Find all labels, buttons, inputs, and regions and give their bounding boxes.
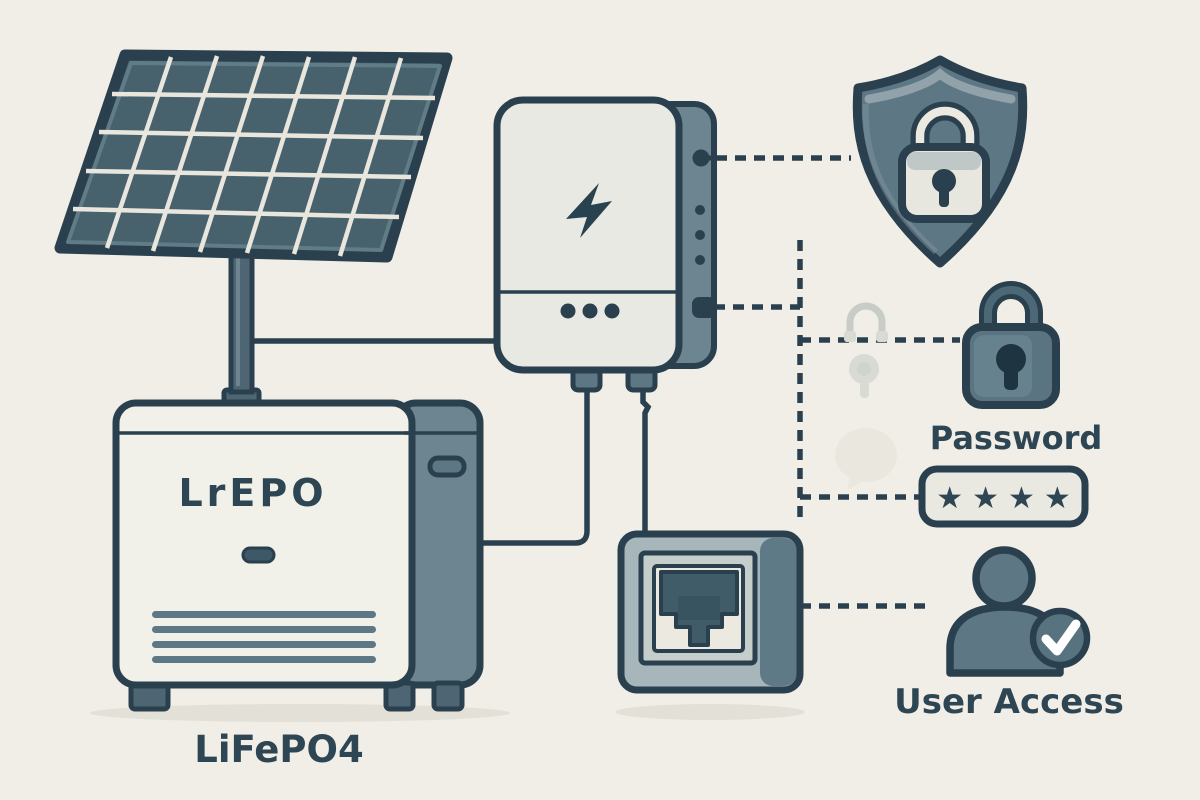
ghost-blob [835,428,897,482]
battery-brand-label: LrEPO [178,471,327,515]
lightning-bolt-icon [566,183,612,238]
battery-icon: LrEPO [112,399,484,712]
inverter-status-dots [560,303,620,319]
inverter-icon [493,96,717,393]
battery-caption: LiFePO4 [194,728,363,771]
inverter-side-ports [692,149,717,318]
padlock-icon [962,281,1060,409]
inverter-port-top [692,149,710,167]
panel-grid [72,55,436,257]
battery-side-handle [427,455,467,478]
user-icon [946,546,1091,677]
solar-panel-icon [54,49,453,263]
wire-inverter-to-port [640,391,652,533]
battery-indicator [241,546,276,564]
shield-padlock [898,101,990,223]
ghost-sketches [835,302,897,490]
check-badge-icon [1029,607,1091,669]
wire-inverter-to-battery [481,391,590,546]
battery-vents [152,611,376,663]
password-label: Password [930,419,1103,457]
wires [252,338,652,546]
password-field-icon: ★★★★ [918,465,1089,528]
password-mask-stars: ★★★★ [936,481,1080,516]
ethernet-port-icon [617,530,804,694]
panel-pole [221,245,262,406]
user-access-label: User Access [894,682,1124,722]
inverter-port-bottom [692,297,716,318]
shield-lock-icon [852,55,1028,268]
ghost-shackle-icon [846,302,886,337]
